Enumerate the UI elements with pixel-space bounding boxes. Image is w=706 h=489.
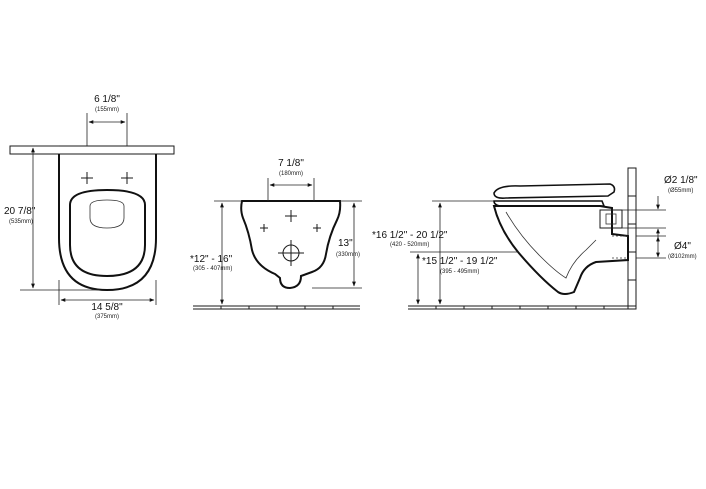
side-view-lower-metric: (395 - 495mm)	[440, 269, 479, 275]
top-view-right-label: 13"	[338, 238, 353, 249]
front-bowl-outline	[58, 154, 157, 292]
front-top-width-metric: (155mm)	[95, 107, 119, 113]
top-view-floor-ticks	[220, 306, 334, 309]
side-view-upper-metric: (420 - 520mm)	[390, 242, 429, 248]
top-view-mark-3	[313, 224, 321, 232]
front-bottom-width-metric: (375mm)	[95, 314, 119, 320]
side-view-lid	[493, 183, 616, 199]
side-view-inner-bowl	[505, 211, 597, 279]
top-view-mark-1	[285, 210, 297, 222]
side-view-outlet	[599, 209, 623, 229]
side-view-small-pipe-label: Ø2 1/8"	[664, 175, 698, 186]
side-view-large-pipe-metric: (Ø102mm)	[668, 254, 697, 260]
front-bottom-width-label: 14 5/8"	[91, 302, 123, 313]
side-view: *16 1/2" - 20 1/2" (420 - 520mm) *15 1/2…	[372, 167, 698, 310]
top-view-mark-4	[278, 240, 304, 266]
side-view-bowl	[492, 205, 629, 295]
top-view-left-label: *12" - 16"	[190, 254, 233, 265]
front-height-label: 20 7/8"	[4, 206, 36, 217]
side-view-small-pipe-metric: (Ø55mm)	[668, 188, 693, 194]
side-view-wall	[627, 167, 637, 310]
top-view-width-label: 7 1/8"	[278, 158, 304, 169]
front-view: 6 1/8" (155mm) 20 7/8" (535mm) 14 5/8" (…	[4, 94, 175, 320]
front-bolt-mark-right	[121, 172, 133, 184]
front-wall-plate	[9, 145, 175, 155]
top-view: 7 1/8" (180mm) *12" - 16" (305 - 407mm) …	[190, 158, 362, 310]
top-view-outlet-circle	[282, 244, 300, 262]
top-view-mark-2	[260, 224, 268, 232]
front-inner-outline	[89, 199, 125, 229]
side-view-upper-label: *16 1/2" - 20 1/2"	[372, 230, 448, 241]
top-view-width-metric: (180mm)	[279, 171, 303, 177]
top-view-left-metric: (305 - 407mm)	[193, 266, 232, 272]
front-top-width-label: 6 1/8"	[94, 94, 120, 105]
front-seat-opening	[69, 188, 146, 278]
side-view-wall-ticks	[628, 195, 636, 281]
top-view-body-outline	[240, 200, 342, 290]
front-height-metric: (535mm)	[9, 219, 33, 225]
front-bolt-mark-left	[81, 172, 93, 184]
side-view-large-pipe-label: Ø4"	[674, 241, 691, 252]
side-view-lower-label: *15 1/2" - 19 1/2"	[422, 256, 498, 267]
side-view-floor-ticks	[435, 306, 605, 309]
top-view-right-metric: (330mm)	[336, 252, 360, 258]
